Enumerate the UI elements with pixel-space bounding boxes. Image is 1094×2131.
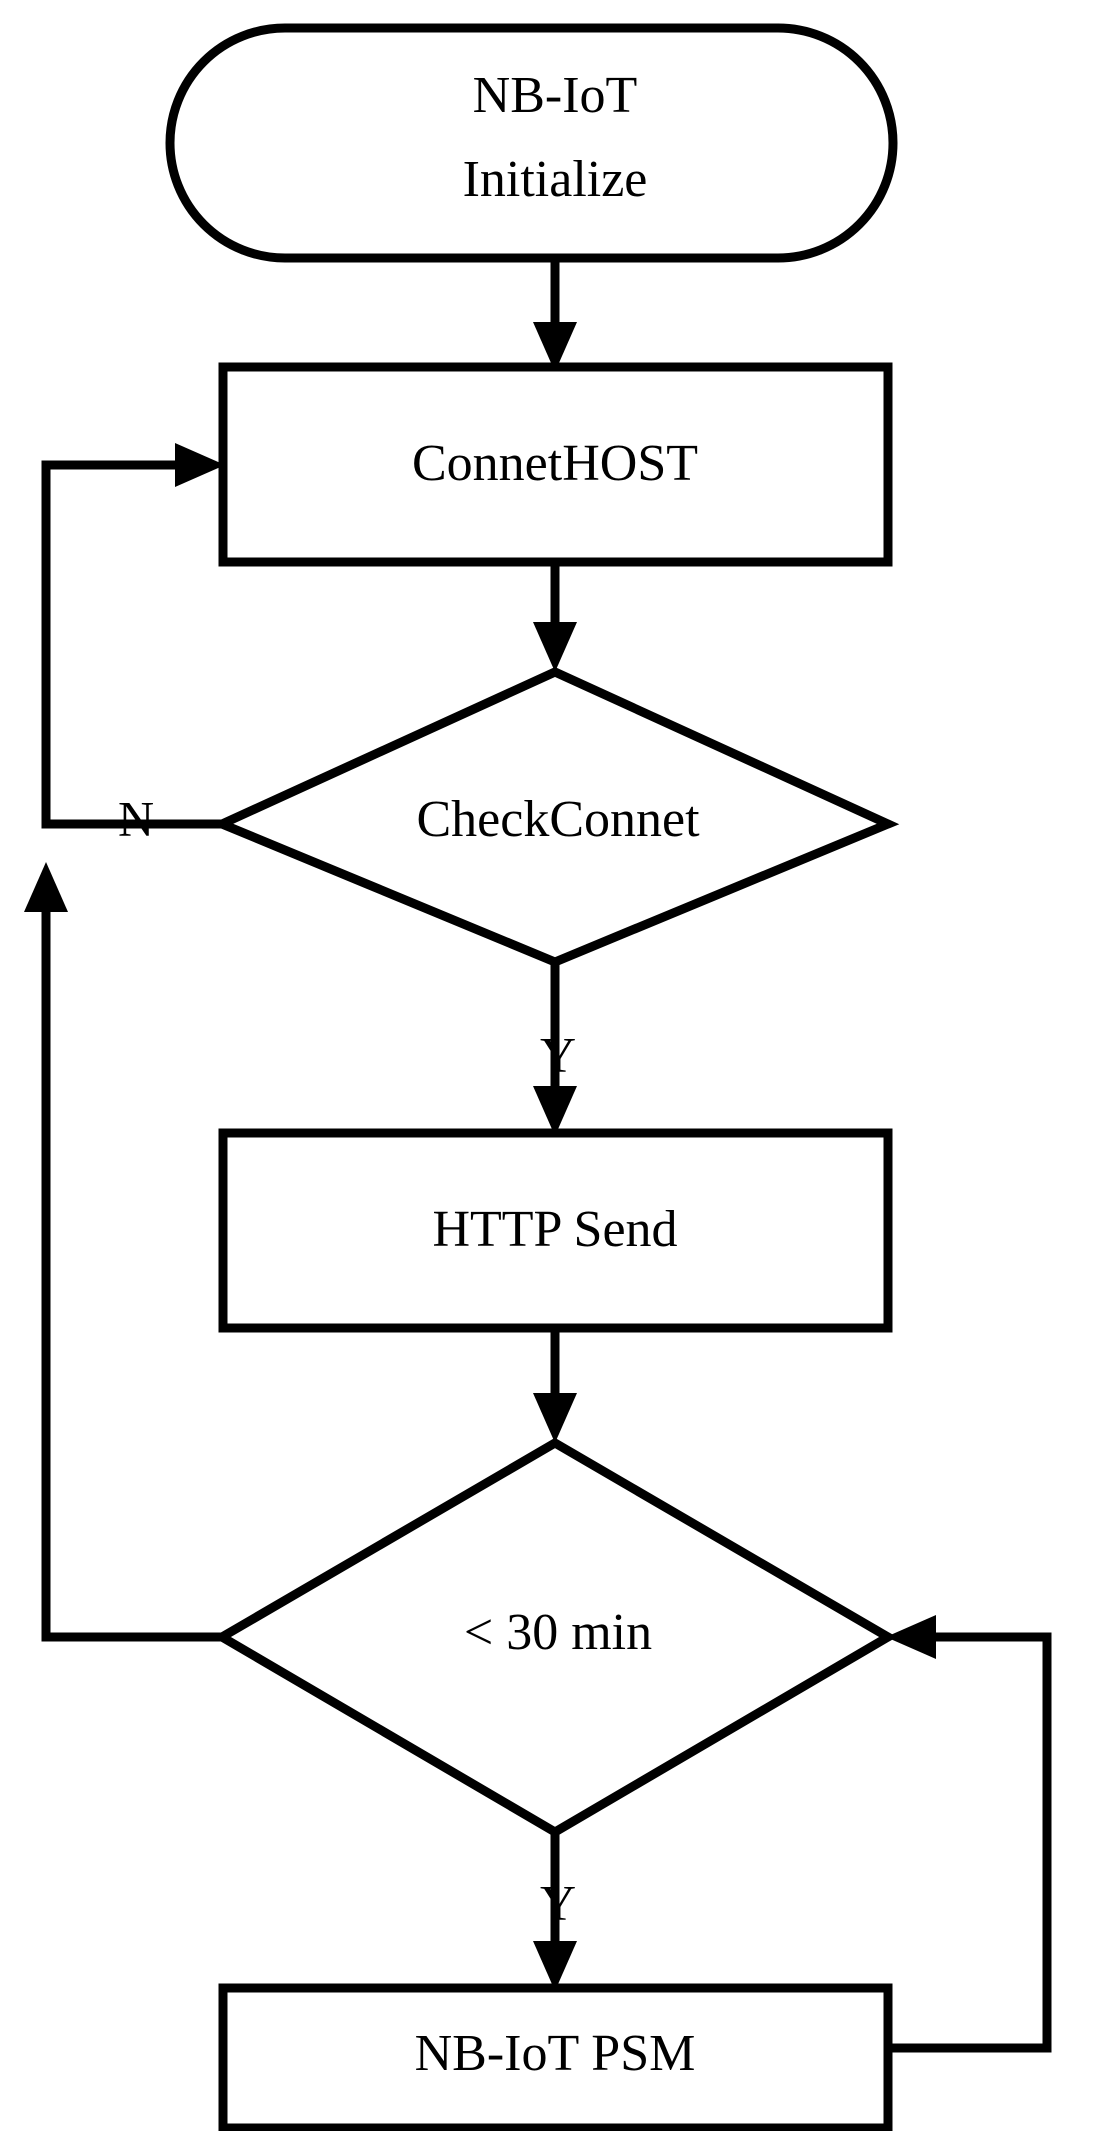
- node-connethost-process[interactable]: ConnetHOST: [218, 362, 893, 567]
- edge-checkconnet-no-to-connethost: [41, 443, 225, 829]
- edge-start-to-connethost: [533, 258, 577, 372]
- edge-httpsend-to-timercheck: [533, 1328, 577, 1443]
- edge-timercheck-to-checkconnet: [24, 862, 222, 1642]
- arrowhead-icon: [533, 622, 577, 672]
- node-start-label-line1: NB-IoT: [473, 67, 638, 124]
- edge-timercheck-yes-to-psm: [533, 1832, 577, 1991]
- node-timercheck-label: < 30 min: [464, 1604, 652, 1661]
- node-start-label-line2: Initialize: [463, 151, 648, 208]
- edge-label-checkconnet-yes: Y: [540, 1026, 576, 1082]
- edge-psm-to-timercheck: [886, 1615, 1052, 2053]
- node-connethost-label: ConnetHOST: [412, 435, 698, 492]
- arrowhead-icon: [886, 1615, 936, 1659]
- node-checkconnet-label: CheckConnet: [416, 791, 700, 848]
- arrowhead-icon: [24, 862, 68, 912]
- arrowhead-icon: [175, 443, 225, 487]
- node-start-terminator[interactable]: NB-IoT Initialize: [165, 23, 898, 263]
- arrowhead-icon: [533, 1393, 577, 1443]
- node-psm-process[interactable]: NB-IoT PSM: [218, 1983, 893, 2131]
- node-httpsend-label: HTTP Send: [432, 1201, 677, 1258]
- edge-checkconnet-yes-to-httpsend: [533, 962, 577, 1136]
- arrowhead-icon: [533, 1941, 577, 1991]
- arrowhead-icon: [533, 322, 577, 372]
- node-timercheck-decision[interactable]: < 30 min: [213, 1437, 897, 1838]
- node-checkconnet-decision[interactable]: CheckConnet: [210, 667, 900, 967]
- edge-label-checkconnet-no: N: [118, 790, 154, 846]
- edge-connethost-to-checkconnet: [533, 562, 577, 672]
- node-httpsend-process[interactable]: HTTP Send: [218, 1128, 893, 1333]
- node-psm-label: NB-IoT PSM: [415, 2025, 696, 2082]
- edge-label-timercheck-yes: Y: [540, 1874, 576, 1930]
- arrowhead-icon: [533, 1086, 577, 1136]
